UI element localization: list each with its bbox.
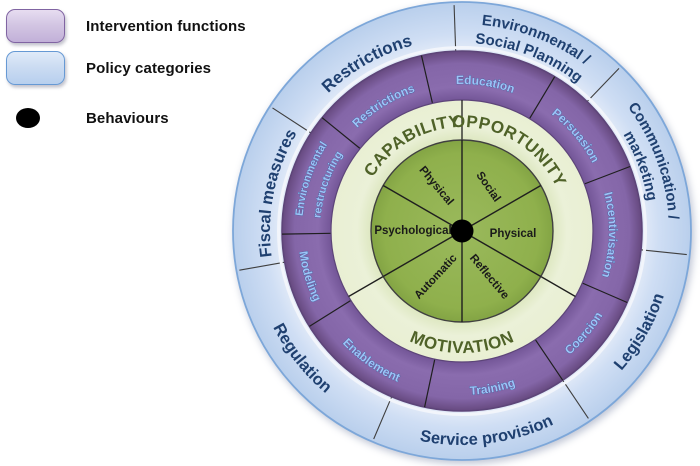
intervention-functions-label: Intervention functions	[86, 17, 246, 35]
intervention-ring-dividers	[281, 55, 631, 408]
policy-ring-dividers	[239, 5, 687, 440]
ring-gap-highlight	[277, 46, 647, 416]
behaviours-center-dot	[450, 219, 474, 243]
intervention-functions-swatch	[6, 9, 65, 43]
legend-item-intervention-functions: Intervention functions	[6, 9, 246, 43]
core-spokes	[382, 140, 542, 322]
legend-item-behaviours: Behaviours	[6, 101, 169, 135]
core-psychological-capability-label: Psychological	[374, 225, 451, 237]
policy-categories-label: Policy categories	[86, 59, 212, 77]
legend-item-policy-categories: Policy categories	[6, 51, 211, 85]
behaviours-label: Behaviours	[86, 109, 169, 127]
policy-categories-swatch	[6, 51, 65, 85]
behaviours-dot-icon	[16, 108, 40, 128]
com-ring-dividers	[348, 100, 576, 298]
core-physical-opportunity-label: Physical	[490, 228, 537, 240]
